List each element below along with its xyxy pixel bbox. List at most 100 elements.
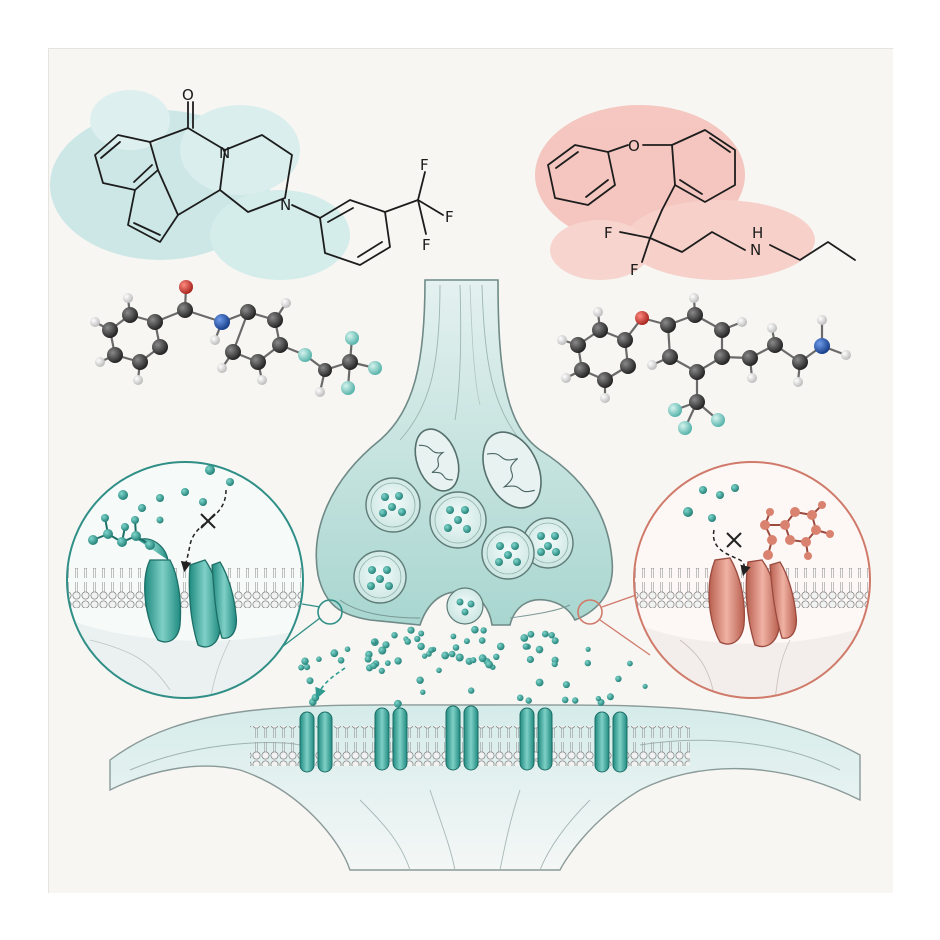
neurotransmitter-particle (344, 646, 351, 652)
neurotransmitter-particle (391, 632, 398, 639)
neurotransmitter-particle (615, 675, 622, 682)
neurotransmitter-particle (298, 664, 305, 671)
neurotransmitter-particle (478, 637, 486, 644)
left-skeletal-formula: O N N F F F (94, 86, 454, 266)
neurotransmitter-particle (471, 625, 479, 634)
neurotransmitter-particle (627, 660, 633, 667)
right-uptake-arrow-icon (712, 529, 751, 577)
fluorine-label-2: F (445, 208, 454, 226)
neurotransmitter-cloud (298, 625, 648, 708)
neurotransmitter-particle (301, 657, 309, 665)
neurotransmitter-particle (378, 646, 387, 655)
neurotransmitter-particle (562, 681, 570, 689)
neurotransmitter-particle (306, 677, 314, 685)
neurotransmitter-particle (480, 627, 487, 634)
right-inset-ring (633, 461, 871, 699)
neurotransmitter-particle (418, 630, 425, 637)
neurotransmitter-particle (527, 630, 535, 638)
neurotransmitter-particle (455, 653, 464, 662)
right-inset (633, 461, 871, 699)
left-ball-and-stick-model (90, 280, 382, 397)
neurotransmitter-particle (520, 634, 529, 642)
neurotransmitter-particle (330, 649, 339, 658)
neurotransmitter-particle (450, 633, 457, 640)
neurotransmitter-particle (407, 626, 415, 634)
release-arrow-icon (315, 667, 346, 700)
neurotransmitter-particle (468, 687, 475, 694)
vesicle-2 (429, 491, 487, 549)
left-inset-membrane (67, 568, 303, 608)
ether-oxygen-label: O (628, 137, 640, 155)
neurotransmitter-particle (303, 664, 311, 671)
carbonyl-oxygen-label: O (182, 86, 194, 104)
neurotransmitter-particle (384, 660, 391, 666)
receptor-1 (299, 711, 333, 773)
neurotransmitter-particle (416, 676, 424, 684)
neurotransmitter-particle (526, 655, 535, 664)
left-zoom-marker (317, 599, 343, 625)
neurotransmitter-particle (572, 697, 579, 704)
vesicle-1 (365, 477, 421, 533)
vesicle-5 (481, 526, 535, 580)
neurotransmitter-particle (606, 693, 614, 701)
left-bound-drug (88, 514, 155, 550)
neurotransmitter-particle (541, 630, 549, 638)
neurotransmitter-particle (371, 638, 377, 645)
right-bound-drug (760, 501, 834, 560)
neurotransmitter-particle (535, 645, 544, 654)
neurotransmitter-particle (548, 632, 555, 639)
neurotransmitter-particle (516, 694, 524, 702)
neurotransmitter-particle (394, 699, 402, 708)
neurotransmitter-particle (561, 696, 569, 704)
neurotransmitter-particle (535, 678, 544, 687)
neurotransmitter-particle (551, 637, 559, 645)
fluorine-label-right-2: F (630, 261, 639, 279)
left-uptake-arrow-icon (180, 489, 227, 573)
neurotransmitter-particle (493, 653, 500, 660)
neurotransmitter-particle (522, 643, 530, 650)
receptor-2 (374, 707, 408, 771)
neurotransmitter-particle (414, 635, 421, 643)
neurotransmitter-particle (478, 654, 487, 663)
receptor-4 (519, 707, 553, 771)
neurotransmitter-particle (452, 644, 460, 651)
left-molecule-wash (50, 90, 350, 280)
lactam-nitrogen-label: N (219, 144, 230, 162)
fluorine-label-right-1: F (604, 224, 613, 242)
neurotransmitter-particle (595, 695, 602, 702)
right-zoom-marker (577, 599, 603, 625)
neurotransmitter-particle (584, 659, 591, 667)
neurotransmitter-particle (496, 642, 505, 651)
synaptic-vesicles (353, 477, 574, 625)
neurotransmitter-particle (525, 697, 532, 704)
right-molecule-wash (535, 105, 815, 280)
neurotransmitter-particle (421, 653, 428, 659)
vesicle-3 (522, 517, 574, 569)
right-ball-and-stick-model (557, 293, 851, 435)
neurotransmitter-particle (463, 638, 470, 645)
fluorine-label-1: F (420, 156, 429, 174)
neurotransmitter-particle (428, 647, 435, 654)
neurotransmitter-particle (370, 662, 378, 670)
receptor-3 (445, 705, 479, 771)
inset-callouts (277, 594, 651, 656)
neurotransmitter-particle (642, 683, 648, 689)
left-inset-neurotransmitters (118, 465, 234, 524)
neurotransmitter-particle (404, 638, 412, 645)
fluorine-label-3: F (422, 236, 431, 254)
neurotransmitter-particle (316, 656, 322, 662)
neurotransmitter-particle (551, 661, 558, 668)
vesicle-6-fusing (446, 587, 484, 625)
postsynaptic-receptors (299, 705, 628, 773)
mitochondrion-right (482, 431, 542, 509)
amine-nitrogen-label: N (750, 241, 761, 259)
piperazine-nitrogen-label: N (280, 196, 291, 214)
neurotransmitter-particle (417, 642, 425, 651)
neurotransmitter-particle (441, 651, 450, 660)
blocked-x-icon (726, 532, 742, 548)
neurotransmitter-particle (436, 667, 442, 674)
neurotransmitter-particle (364, 655, 372, 663)
right-transporter (708, 557, 798, 648)
neurotransmitter-particle (382, 641, 390, 649)
